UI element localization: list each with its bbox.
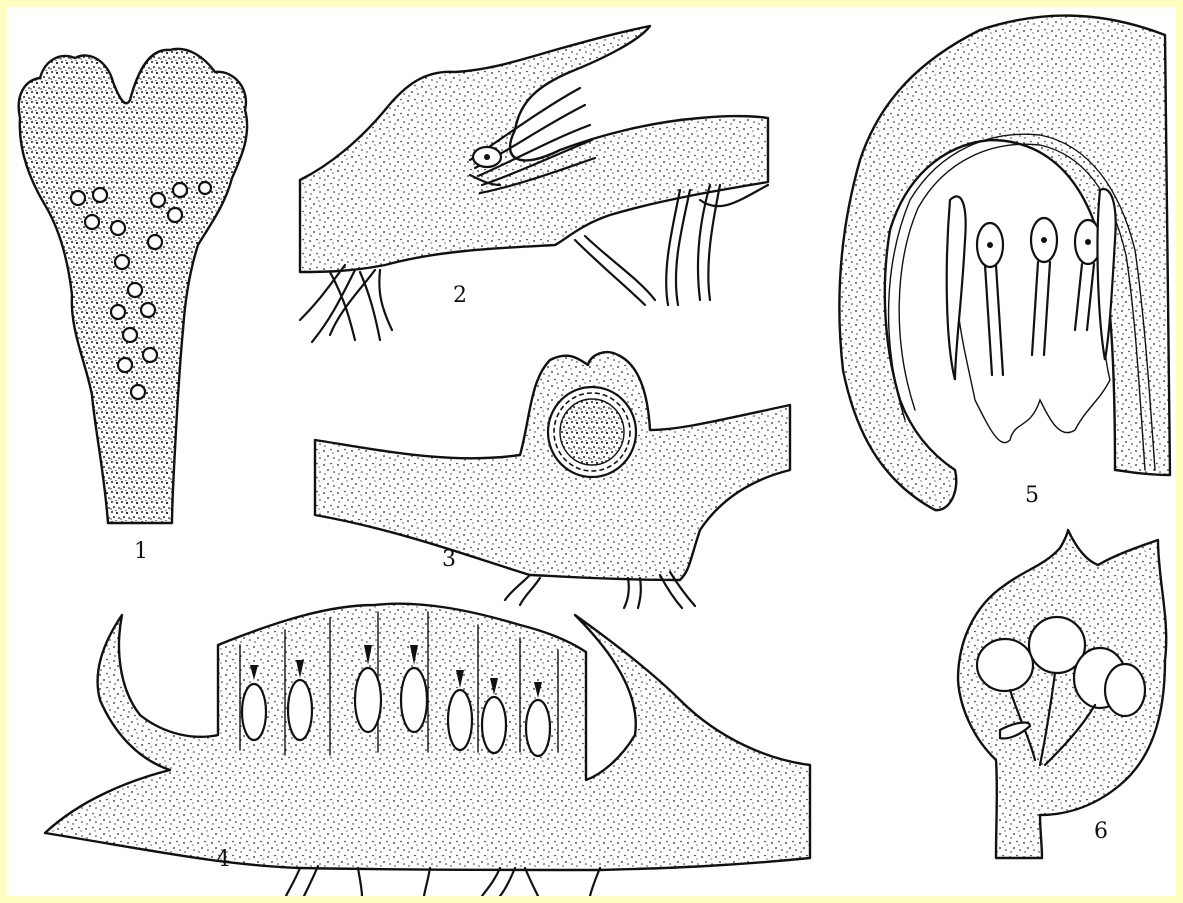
figure-5-archegonia — [947, 189, 1116, 443]
figure-3-label: 3 — [442, 547, 456, 572]
figure-2-label: 2 — [453, 283, 467, 308]
figure-6-label: 6 — [1094, 819, 1108, 844]
illustration-frame: 1 2 — [7, 7, 1176, 896]
figure-2-section — [300, 26, 768, 342]
figure-3-sporangium — [548, 387, 636, 477]
figure-1-label: 1 — [134, 539, 148, 564]
figure-5-section — [839, 16, 1170, 511]
figure-3-section — [315, 352, 790, 608]
figure-1-thallus — [19, 49, 247, 523]
botanical-drawing: 1 2 — [7, 7, 1176, 896]
figure-5-label: 5 — [1025, 483, 1039, 508]
figure-4-label: 4 — [216, 847, 230, 872]
figure-4-section — [45, 604, 810, 896]
figure-6-section — [958, 530, 1166, 858]
